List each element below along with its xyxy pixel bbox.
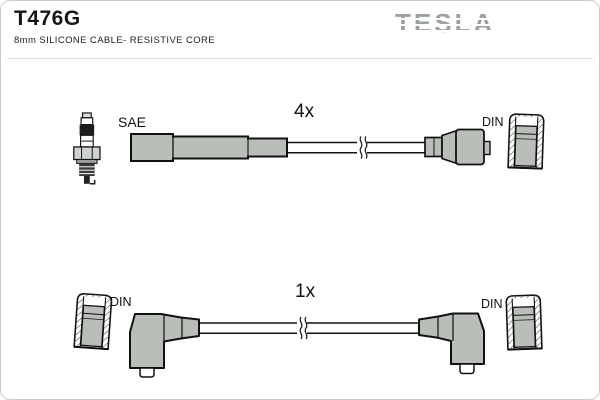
straight-boot [130, 133, 288, 162]
logo-stripe [395, 24, 513, 27]
bottom-quantity-label: 1x [295, 281, 316, 302]
logo-stripe [395, 30, 513, 33]
sae-terminal-label: SAE [118, 114, 146, 130]
cable-wire [199, 316, 419, 340]
spark-plug-icon [73, 112, 101, 185]
din-terminal-icon [505, 293, 543, 351]
top-cable-assembly: SAE 4x [73, 101, 545, 185]
din-terminal-icon [73, 292, 113, 351]
distributor-connector [424, 128, 491, 166]
header-divider [7, 58, 593, 59]
din-terminal-icon [507, 112, 545, 170]
part-number: T476G [14, 7, 81, 30]
break-symbol [299, 316, 308, 340]
top-quantity-label: 4x [294, 101, 315, 122]
product-subtitle: 8mm SILICONE CABLE- RESISTIVE CORE [14, 35, 216, 46]
elbow-boot-right [418, 312, 485, 375]
bottom-cable-assembly: DIN 1x [73, 281, 543, 378]
elbow-boot-left [129, 313, 200, 378]
din-terminal-label-top: DIN [482, 115, 504, 129]
din-terminal-label-bottom-left: DIN [110, 295, 132, 309]
logo-stripe [395, 18, 513, 21]
break-symbol [359, 136, 368, 159]
cable-wire [287, 136, 425, 159]
tesla-logo: TESLA [395, 10, 515, 38]
din-terminal-label-bottom-right: DIN [481, 297, 503, 311]
